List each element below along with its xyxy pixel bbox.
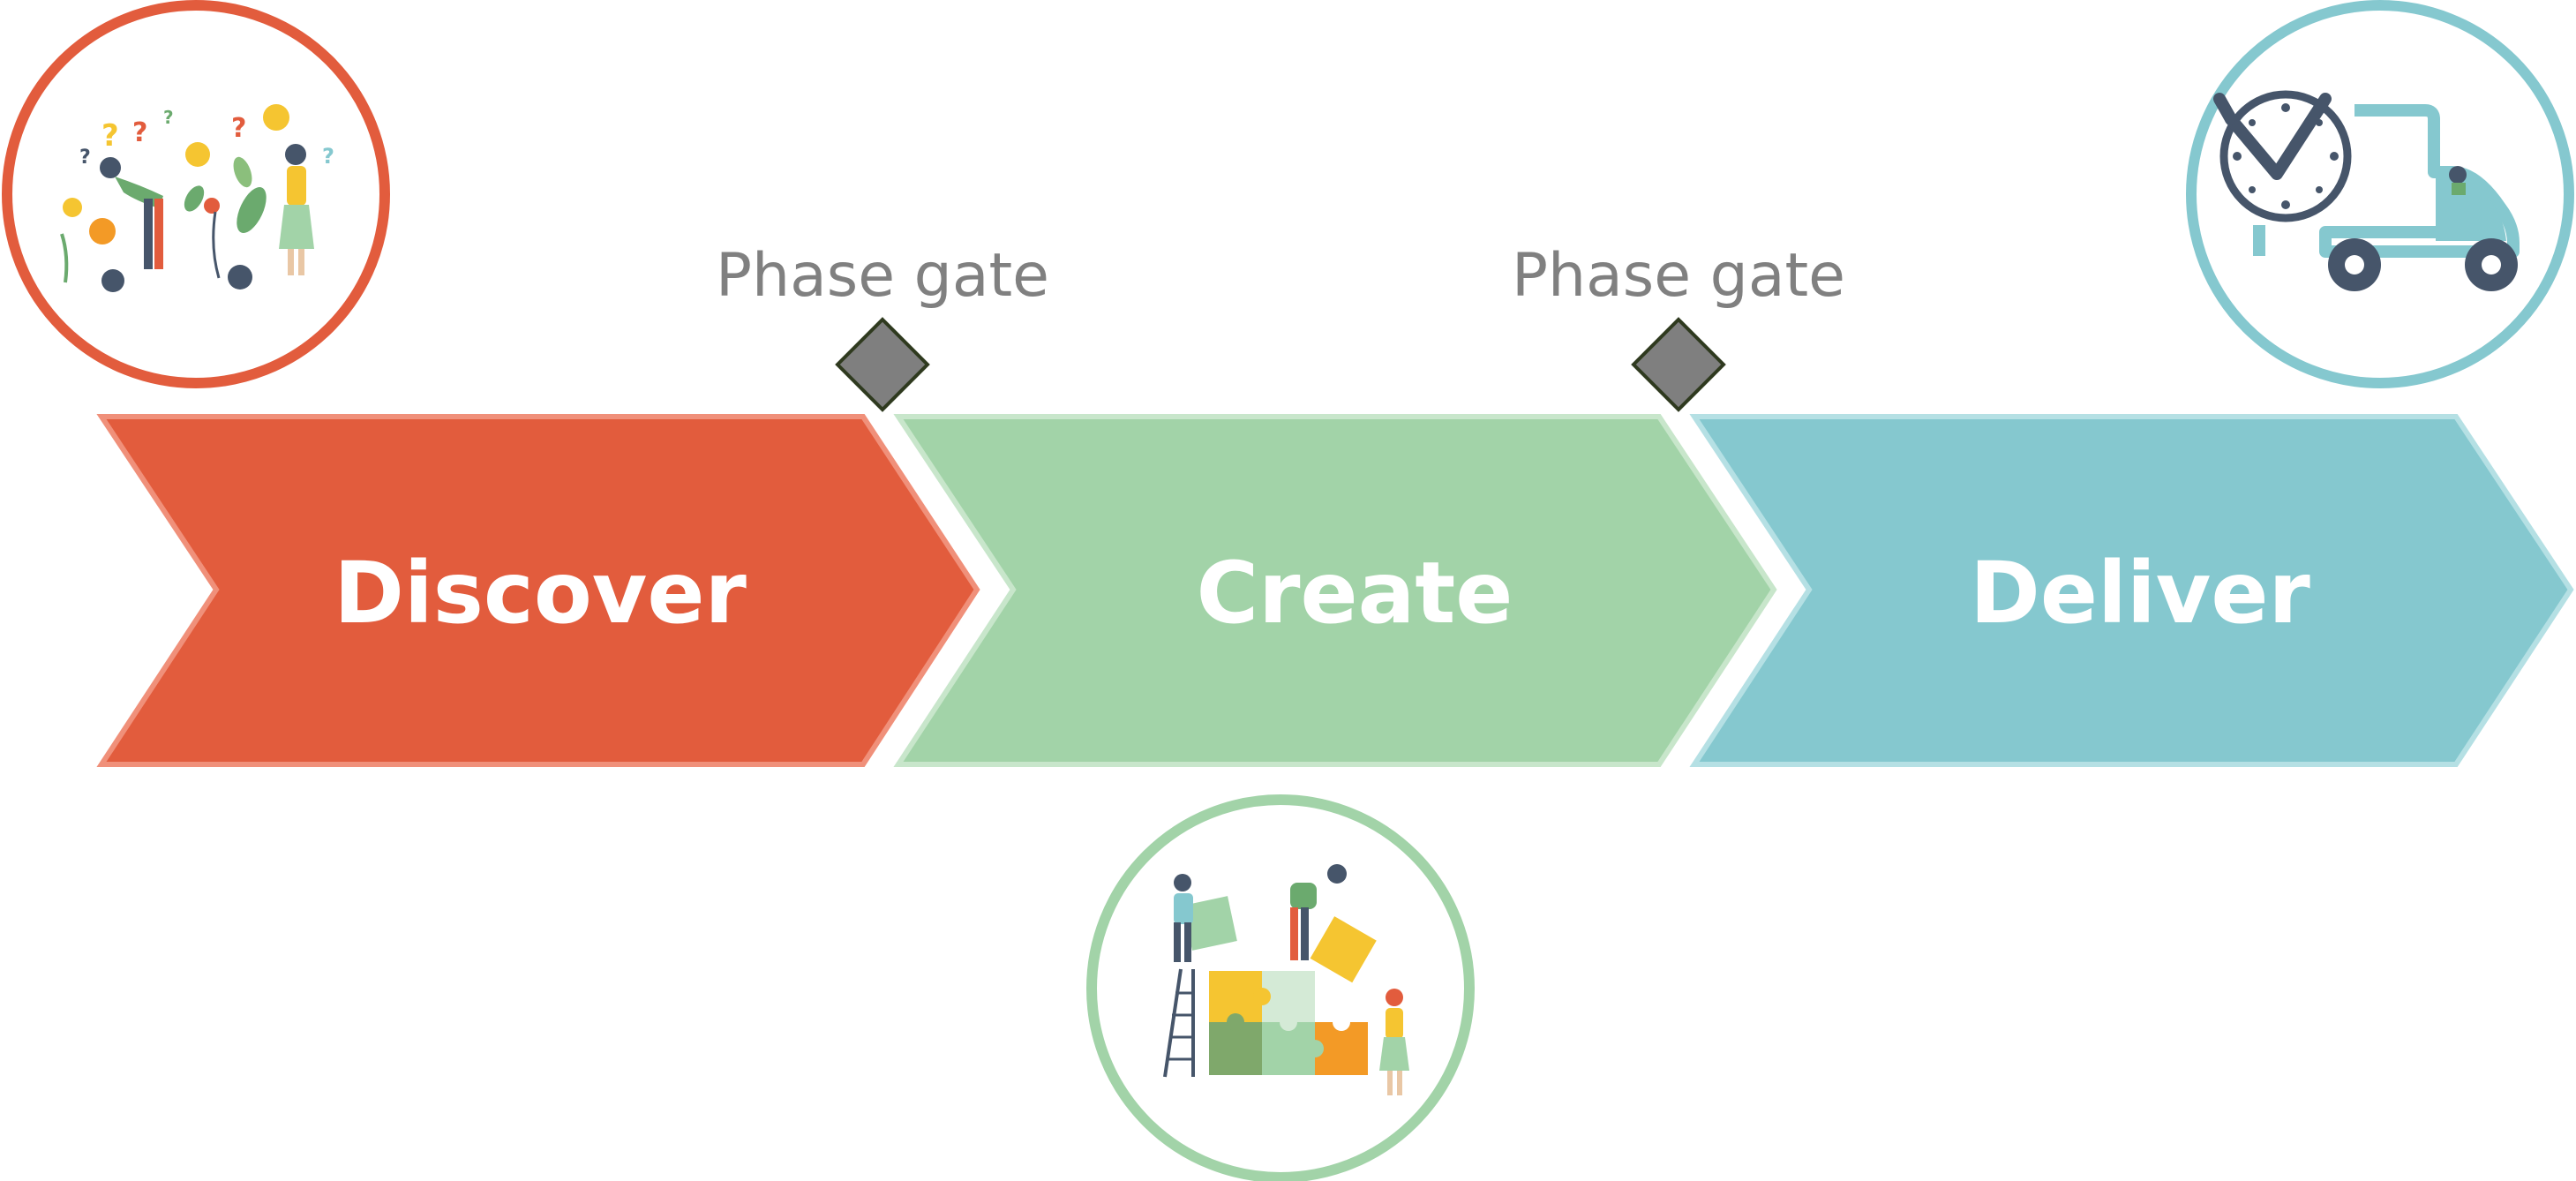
chevron-deliver: Deliver	[1689, 414, 2574, 767]
phase-gate-1: Phase gate	[716, 241, 1049, 412]
phase-gate-1-label: Phase gate	[716, 241, 1049, 311]
svg-text:?: ?	[79, 147, 91, 169]
svg-text:?: ?	[322, 144, 334, 169]
svg-text:?: ?	[231, 113, 246, 144]
svg-text:?: ?	[101, 118, 119, 154]
idea-people-icon: ? ? ? ? ? ?	[60, 104, 334, 292]
phase-gate-2-label: Phase gate	[1512, 241, 1845, 311]
delivery-truck-clock-icon	[2213, 90, 2520, 291]
chevron-discover: Discover	[96, 414, 980, 767]
puzzle-team-icon	[1163, 864, 1409, 1095]
phase-gate-2: Phase gate	[1512, 241, 1845, 412]
chevron-create: Create	[893, 414, 1777, 767]
chevron-discover-label: Discover	[334, 544, 747, 643]
svg-text:?: ?	[132, 117, 147, 148]
svg-text:?: ?	[163, 107, 174, 128]
chevron-create-label: Create	[1197, 544, 1513, 643]
deliver-illustration	[2186, 0, 2574, 388]
phase-gate-1-diamond	[835, 317, 930, 412]
phase-gate-2-diamond	[1631, 317, 1726, 412]
chevron-deliver-label: Deliver	[1970, 544, 2310, 643]
discover-illustration: ? ? ? ? ? ?	[2, 0, 390, 388]
create-illustration	[1086, 794, 1475, 1181]
